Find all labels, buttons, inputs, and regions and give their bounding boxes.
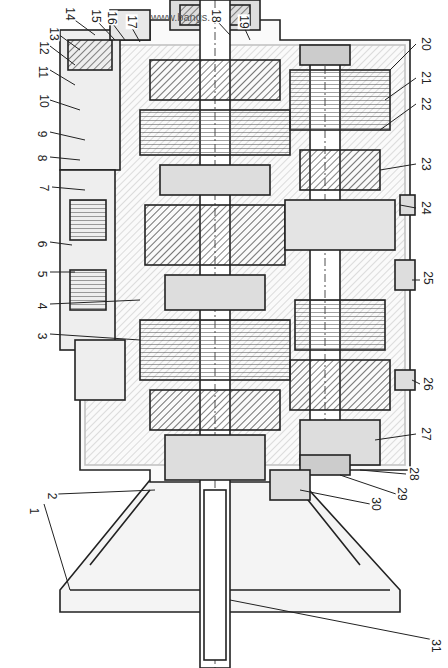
callout-number: 23 — [420, 156, 432, 171]
callout-number: 21 — [420, 70, 432, 85]
callout-number: 15 — [90, 8, 102, 23]
callout-number: 31 — [430, 638, 442, 653]
callout-number: 7 — [38, 184, 50, 193]
callout-number: 6 — [36, 240, 48, 249]
callout-number: 12 — [38, 40, 50, 55]
callout-number: 24 — [420, 200, 432, 215]
callout-number: 14 — [64, 6, 76, 21]
callout-number: 26 — [422, 376, 434, 391]
callout-number: 8 — [36, 154, 48, 163]
callout-number: 3 — [36, 332, 48, 341]
callout-number: 2 — [46, 492, 58, 501]
callout-number: 13 — [48, 26, 60, 41]
callout-number: 30 — [370, 496, 382, 511]
callout-number: 29 — [396, 486, 408, 501]
callout-number: 18 — [210, 8, 222, 23]
callout-number: 9 — [36, 130, 48, 139]
callout-number: 5 — [36, 270, 48, 279]
callout-number: 19 — [238, 14, 250, 29]
callout-number: 4 — [36, 302, 48, 311]
callout-number: 17 — [126, 14, 138, 29]
callout-number: 16 — [106, 10, 118, 25]
callout-number: 28 — [408, 466, 420, 481]
callout-number: 27 — [420, 426, 432, 441]
callout-number: 20 — [420, 36, 432, 51]
callout-number: 1 — [28, 507, 40, 516]
callout-number: 22 — [420, 96, 432, 111]
callout-number: 25 — [422, 270, 434, 285]
callout-number: 11 — [37, 65, 49, 79]
callout-number: 10 — [38, 93, 50, 108]
